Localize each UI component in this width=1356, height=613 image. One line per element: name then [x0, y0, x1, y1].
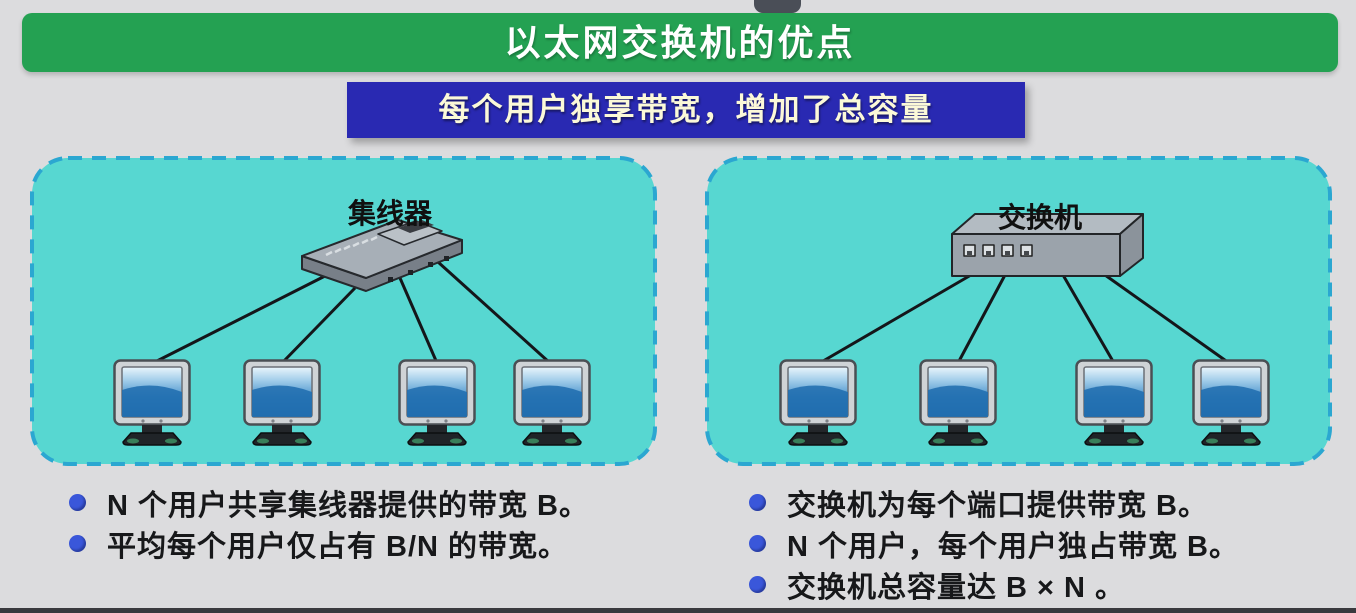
- switch-network-diagram: [705, 156, 1332, 466]
- hub-device-icon: [301, 219, 463, 292]
- bullet-dot-icon: [69, 535, 86, 552]
- network-link: [436, 260, 552, 365]
- hub-network-diagram: [30, 156, 657, 466]
- hub-links: [150, 260, 552, 366]
- network-link: [1061, 274, 1116, 364]
- bullet-item: N 个用户，每个用户独占带宽 B。: [749, 523, 1349, 564]
- switch-panel: 交换机: [705, 156, 1332, 466]
- bullet-dot-icon: [749, 494, 766, 511]
- network-link: [817, 273, 972, 366]
- hub-bullet-list: N 个用户共享集线器提供的带宽 B。 平均每个用户仅占有 B/N 的带宽。: [69, 482, 669, 564]
- top-notch-decoration: [754, 0, 801, 13]
- network-link: [1104, 273, 1230, 365]
- switch-panel-border: [705, 156, 1332, 466]
- bullet-dot-icon: [749, 576, 766, 593]
- switch-links: [817, 273, 1230, 366]
- network-link: [280, 286, 357, 365]
- switch-device-icon: [951, 213, 1144, 277]
- network-link: [150, 274, 326, 366]
- bullet-text: N 个用户，每个用户独占带宽 B。: [787, 530, 1240, 563]
- bullet-item: 交换机为每个端口提供带宽 B。: [749, 482, 1349, 523]
- bullet-text: 交换机总容量达 B × N 。: [787, 571, 1126, 604]
- network-link: [398, 277, 439, 364]
- subtitle-banner: 每个用户独享带宽，增加了总容量: [347, 82, 1025, 138]
- bullet-text: 交换机为每个端口提供带宽 B。: [787, 489, 1209, 522]
- title-banner: 以太网交换机的优点: [22, 13, 1338, 72]
- bullet-item: 平均每个用户仅占有 B/N 的带宽。: [69, 523, 669, 564]
- hub-panel: 集线器: [30, 156, 657, 466]
- switch-bullet-list: 交换机为每个端口提供带宽 B。 N 个用户，每个用户独占带宽 B。 交换机总容量…: [749, 482, 1349, 605]
- switch-label: 交换机: [997, 202, 1082, 233]
- bullet-item: 交换机总容量达 B × N 。: [749, 564, 1349, 605]
- bullet-dot-icon: [749, 535, 766, 552]
- hub-label: 集线器: [347, 198, 432, 229]
- bullet-item: N 个用户共享集线器提供的带宽 B。: [69, 482, 669, 523]
- bullet-text: 平均每个用户仅占有 B/N 的带宽。: [107, 530, 569, 563]
- bullet-dot-icon: [69, 494, 86, 511]
- bullet-text: N 个用户共享集线器提供的带宽 B。: [107, 489, 590, 522]
- network-link: [956, 274, 1007, 364]
- bottom-edge-bar: [0, 608, 1356, 613]
